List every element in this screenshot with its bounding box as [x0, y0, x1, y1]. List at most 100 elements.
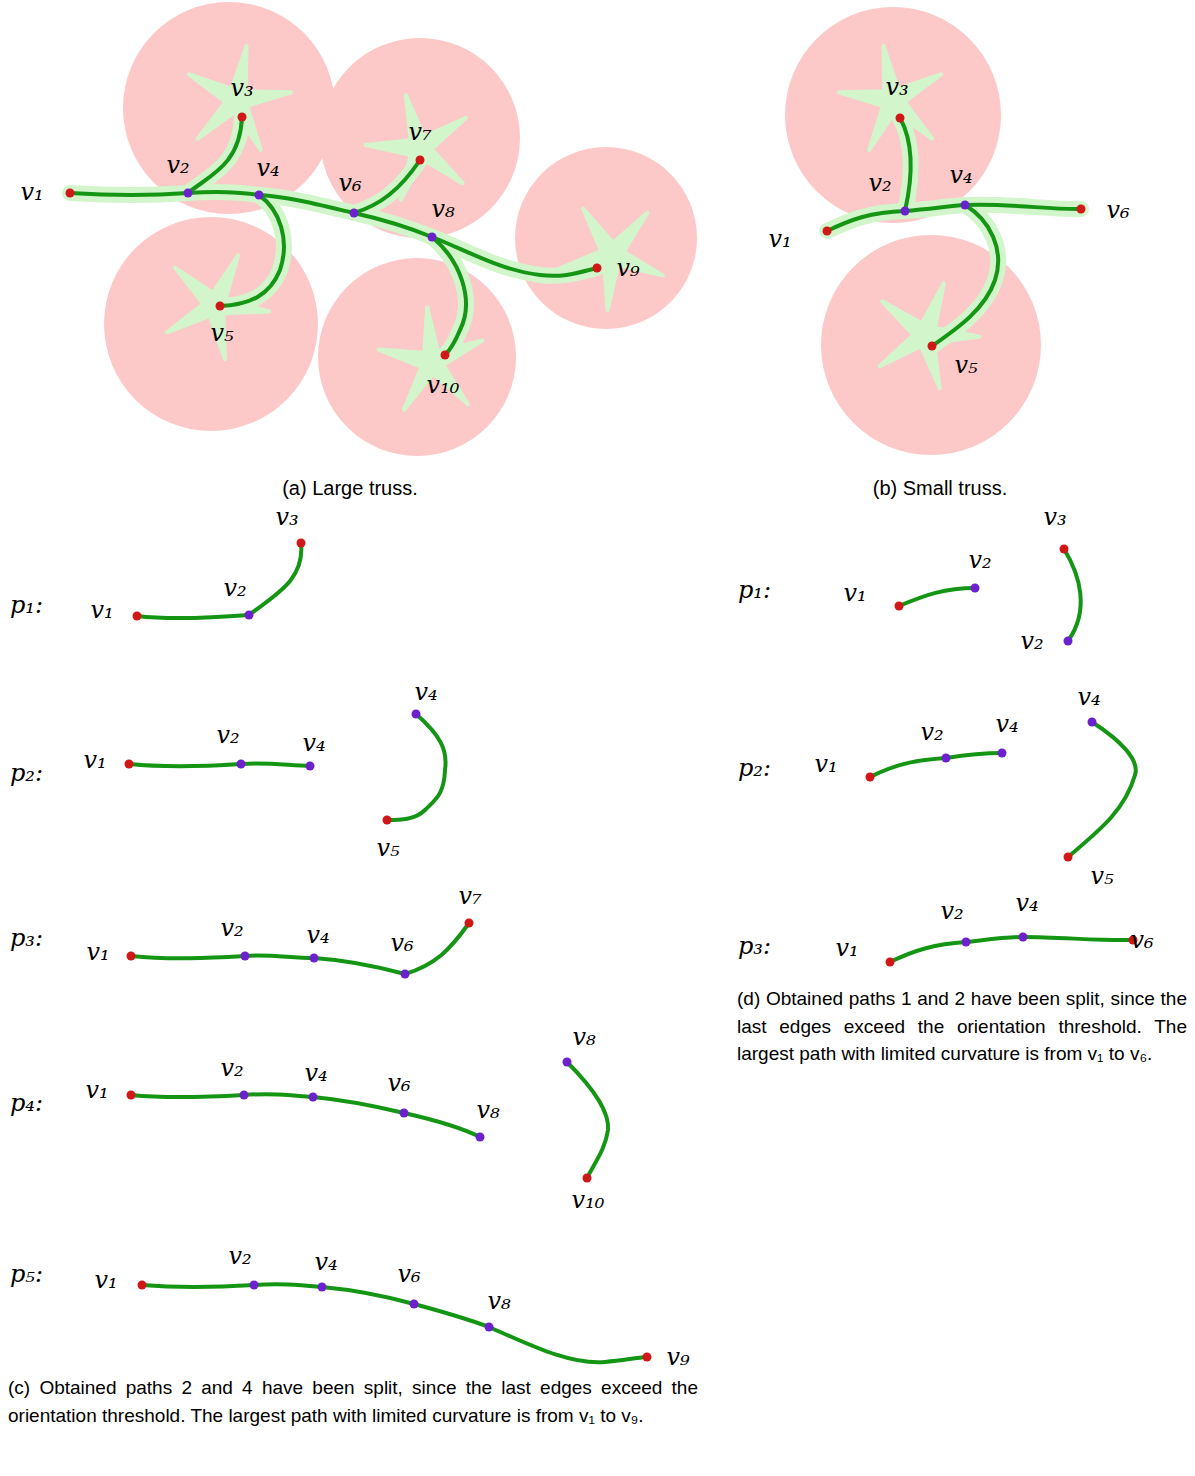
vertex-label: v₆	[1130, 928, 1153, 952]
vertex-label: v₆	[390, 931, 413, 955]
vertex-label: v₅	[210, 321, 233, 345]
junction-dot	[476, 1133, 485, 1142]
vertex-label: v₄	[414, 680, 437, 704]
stem	[249, 543, 301, 615]
junction-dot	[401, 970, 410, 979]
tomato	[515, 147, 697, 329]
junction-dot	[318, 1283, 327, 1292]
junction-dot	[309, 1093, 318, 1102]
vertex-label: v₁	[814, 752, 837, 776]
junction-dot	[563, 1058, 572, 1067]
vertex-label: v₄	[306, 923, 329, 947]
calyx	[543, 179, 687, 322]
junction-dot	[250, 1281, 259, 1290]
end-dot	[1077, 205, 1086, 214]
calyx	[861, 266, 993, 396]
vertex-label: v₄	[302, 731, 325, 755]
stem	[70, 192, 597, 276]
junction-dot	[350, 209, 359, 218]
vertex-label: v₂	[940, 899, 963, 923]
vertex-label: v₄	[995, 712, 1018, 736]
stem	[131, 1094, 480, 1137]
caption: (b) Small truss.	[873, 476, 1007, 500]
vertex-label: v₄	[949, 163, 972, 187]
junction-dot	[184, 189, 193, 198]
junction-dot	[306, 762, 315, 771]
vertex-label: v₁	[835, 936, 858, 960]
junction-dot	[428, 233, 437, 242]
tomato	[785, 7, 1001, 223]
tomato	[821, 235, 1041, 455]
tomato	[318, 258, 516, 456]
junction-dot	[971, 584, 980, 593]
junction-dot	[1088, 718, 1097, 727]
vertex-label: v₁₀	[572, 1188, 605, 1212]
stem	[188, 117, 242, 193]
end-dot	[133, 612, 142, 621]
vertex-label: v₉	[616, 256, 639, 280]
end-dot	[583, 1174, 592, 1183]
stem	[870, 753, 1002, 777]
tomato	[320, 38, 520, 238]
end-dot	[928, 342, 937, 351]
halo	[354, 160, 420, 213]
end-dot	[125, 760, 134, 769]
vertex-label: v₈	[487, 1289, 510, 1313]
path-label: p₅:	[10, 1262, 43, 1286]
end-dot	[465, 919, 474, 928]
vertex-label: v₈	[431, 197, 454, 221]
stem	[827, 205, 1081, 231]
stem	[220, 195, 284, 306]
junction-dot	[485, 1323, 494, 1332]
vertex-label: v₂	[868, 171, 891, 195]
halo	[188, 117, 242, 193]
calyx	[832, 37, 952, 154]
halo	[900, 118, 911, 211]
end-dot	[383, 816, 392, 825]
stem	[131, 923, 469, 974]
junction-dot	[241, 952, 250, 961]
vertex-label: v₂	[223, 576, 246, 600]
junction-dot	[240, 1091, 249, 1100]
end-dot	[866, 773, 875, 782]
vertex-label: v₆	[338, 171, 361, 195]
caption: (d) Obtained paths 1 and 2 have been spl…	[737, 985, 1187, 1068]
stem-paths	[70, 117, 1136, 1362]
calyx	[356, 81, 482, 205]
stem	[567, 1062, 608, 1178]
junction-dot	[410, 1300, 419, 1309]
junction-dot	[412, 710, 421, 719]
tomato-circles	[104, 2, 1041, 456]
junction-dot	[400, 1109, 409, 1118]
tomato	[123, 2, 335, 214]
path-label: p₂:	[10, 761, 43, 785]
end-dot	[593, 264, 602, 273]
junction-vertices	[184, 189, 1097, 1332]
junction-dot	[942, 754, 951, 763]
junction-dot	[237, 760, 246, 769]
vertex-label: v₃	[1043, 505, 1066, 529]
vertex-label: v₈	[476, 1098, 499, 1122]
end-dot	[886, 958, 895, 967]
end-dot	[643, 1353, 652, 1362]
vertex-label: v₂	[968, 548, 991, 572]
caption: (c) Obtained paths 2 and 4 have been spl…	[8, 1374, 698, 1429]
vertex-label: v₁	[768, 227, 791, 251]
stem	[932, 205, 998, 346]
vertex-label: v₇	[408, 120, 431, 144]
vertex-label: v₆	[397, 1262, 420, 1286]
vertex-label: v₃	[275, 505, 298, 529]
stem	[899, 588, 975, 606]
vertex-label: v₄	[1077, 685, 1100, 709]
path-label: p₃:	[738, 934, 771, 958]
vertex-label: v₆	[1106, 198, 1129, 222]
vertex-label: v₄	[314, 1250, 337, 1274]
junction-dot	[1019, 933, 1028, 942]
vertex-label: v₁	[20, 180, 43, 204]
end-dot	[297, 539, 306, 548]
end-dot	[441, 351, 450, 360]
vertex-label: v₂	[216, 723, 239, 747]
end-vertices	[66, 113, 1138, 1362]
stem	[137, 615, 249, 618]
junction-dot	[1064, 637, 1073, 646]
